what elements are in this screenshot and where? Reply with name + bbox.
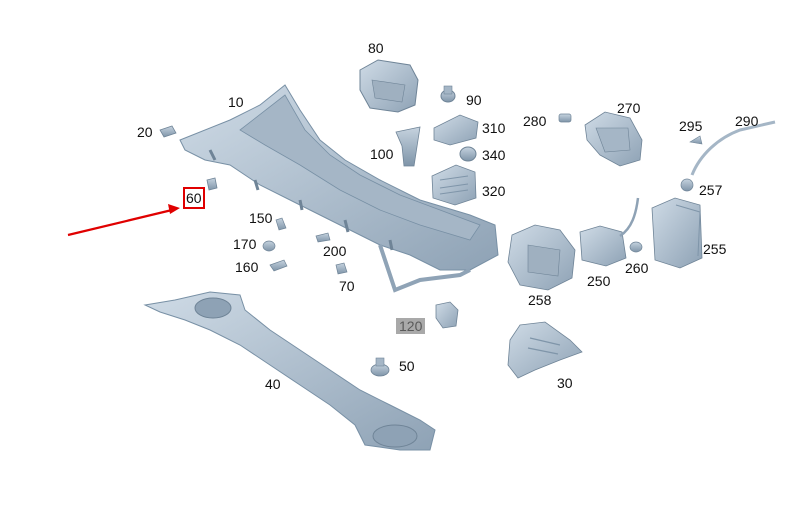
callout-320[interactable]: 320: [482, 183, 506, 199]
part-260-cap[interactable]: [629, 241, 643, 253]
part-290-hose[interactable]: [690, 120, 776, 176]
callout-40[interactable]: 40: [265, 376, 281, 392]
callout-50[interactable]: 50: [399, 358, 415, 374]
callout-160[interactable]: 160: [235, 259, 259, 275]
part-50-grommet[interactable]: [370, 357, 390, 377]
callout-310[interactable]: 310: [482, 120, 506, 136]
part-90-grommet[interactable]: [440, 85, 456, 103]
callout-90[interactable]: 90: [466, 92, 482, 108]
callout-280[interactable]: 280: [523, 113, 547, 129]
part-60-clip[interactable]: [206, 177, 218, 191]
part-280-plug[interactable]: [558, 113, 572, 123]
part-310-module[interactable]: [433, 114, 479, 146]
highlight-arrow: [67, 204, 180, 237]
callout-170[interactable]: 170: [233, 236, 257, 252]
callout-290[interactable]: 290: [735, 113, 759, 129]
callout-257[interactable]: 257: [699, 182, 723, 198]
part-295-clip[interactable]: [689, 135, 703, 145]
callout-100[interactable]: 100: [370, 146, 394, 162]
callout-120[interactable]: 120: [396, 318, 426, 334]
callout-260[interactable]: 260: [625, 260, 649, 276]
callout-270[interactable]: 270: [617, 100, 641, 116]
part-30-bracket[interactable]: [507, 321, 583, 379]
part-340-cap[interactable]: [459, 146, 477, 162]
callout-10[interactable]: 10: [228, 94, 244, 110]
callout-250[interactable]: 250: [587, 273, 611, 289]
part-100-duct[interactable]: [395, 126, 421, 167]
part-200-fastener[interactable]: [315, 232, 331, 243]
callout-80[interactable]: 80: [368, 40, 384, 56]
callout-60[interactable]: 60: [183, 187, 205, 209]
part-120-sensor[interactable]: [435, 301, 459, 329]
part-20-bracket[interactable]: [159, 125, 177, 138]
callout-70[interactable]: 70: [339, 278, 355, 294]
callout-200[interactable]: 200: [323, 243, 347, 259]
part-40-cross-member[interactable]: [143, 291, 436, 451]
callout-150[interactable]: 150: [249, 210, 273, 226]
callout-258[interactable]: 258: [528, 292, 552, 308]
callout-295[interactable]: 295: [679, 118, 703, 134]
part-10-cowl-panel[interactable]: [179, 84, 499, 293]
callout-20[interactable]: 20: [137, 124, 153, 140]
part-170-fastener[interactable]: [262, 240, 276, 252]
part-270-cover[interactable]: [584, 111, 643, 167]
callout-255[interactable]: 255: [703, 241, 727, 257]
part-258-pump-assembly[interactable]: [507, 224, 576, 291]
callout-30[interactable]: 30: [557, 375, 573, 391]
part-320-control-unit[interactable]: [431, 164, 477, 206]
part-250-pump[interactable]: [579, 197, 640, 267]
part-257-cap[interactable]: [680, 178, 694, 192]
part-255-reservoir[interactable]: [651, 197, 703, 269]
part-80-housing[interactable]: [359, 59, 419, 113]
part-70-fastener[interactable]: [335, 262, 348, 275]
part-160-fastener[interactable]: [269, 259, 288, 272]
part-150-fastener[interactable]: [275, 217, 287, 231]
callout-340[interactable]: 340: [482, 147, 506, 163]
